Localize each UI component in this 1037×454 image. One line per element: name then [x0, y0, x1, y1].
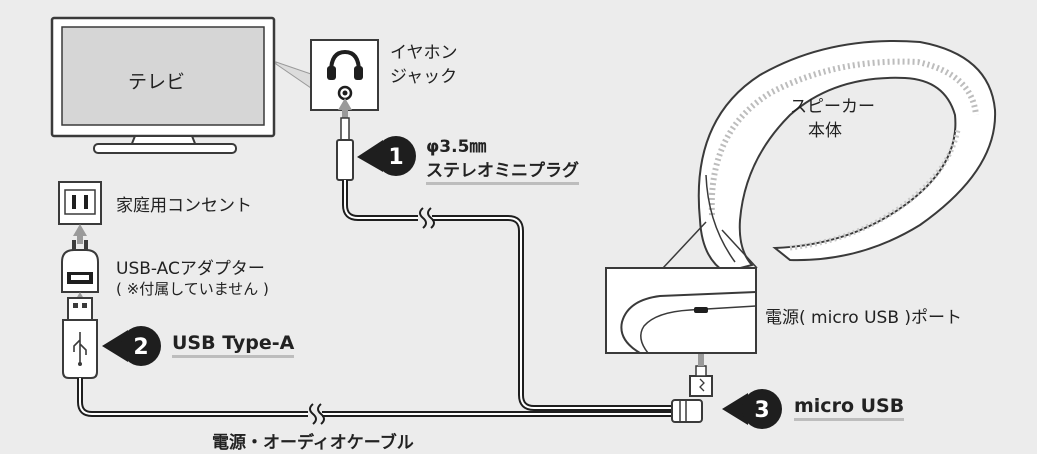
speaker-body-label-line2: 本体 — [808, 121, 842, 141]
adapter-label-line1: USB-ACアダプター — [116, 259, 265, 279]
cable-label: 電源・オーディオケーブル — [212, 433, 414, 453]
callout-number-1: 1 — [388, 145, 403, 170]
micro-usb-port — [694, 307, 708, 313]
callout-number-2: 2 — [133, 335, 148, 360]
usb-ac-adapter — [61, 240, 99, 293]
arrow-up-outlet — [73, 224, 87, 244]
outlet-label: 家庭用コンセント — [116, 196, 252, 216]
arrow-up-jack — [338, 98, 352, 118]
micro-usb-plug — [671, 365, 713, 423]
headphone-jack-label-line1: イヤホン — [390, 43, 458, 63]
port-label: 電源( micro USB )ポート — [765, 308, 963, 328]
callout-1-line2: ステレオミニプラグ — [426, 156, 579, 185]
usb-type-a-plug — [62, 297, 98, 379]
callout-badge-3: 3 — [722, 389, 782, 429]
callout-2-label: USB Type-A — [172, 332, 295, 358]
callout-3-label: micro USB — [794, 395, 905, 421]
callout-badge-2: 2 — [102, 326, 161, 366]
tv — [50, 16, 276, 154]
tv-label: テレビ — [128, 71, 186, 93]
headphone-jack-label-line2: ジャック — [390, 67, 458, 87]
callout-badge-1: 1 — [357, 136, 416, 176]
adapter-label-line2: ( ※付属していません ) — [116, 280, 269, 298]
callout-1-line1: φ3.5㎜ — [426, 137, 487, 157]
outlet-icon — [58, 181, 102, 225]
stereo-mini-plug — [336, 117, 354, 181]
cable-break-mark — [418, 207, 435, 229]
port-detail-box — [605, 267, 757, 354]
neck-speaker — [697, 39, 997, 274]
speaker-body-label-line1: スピーカー — [790, 97, 875, 117]
callout-number-3: 3 — [754, 398, 769, 423]
cable-break-mark-2 — [308, 403, 325, 425]
